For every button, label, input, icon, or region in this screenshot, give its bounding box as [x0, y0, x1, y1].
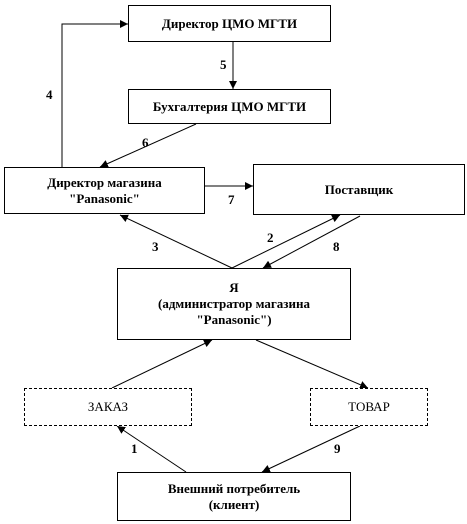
edge-label-4: 4 — [46, 87, 53, 102]
edge-8-arrow — [262, 215, 361, 269]
node-order: ЗАКАЗ — [24, 388, 192, 426]
edge-label-6: 6 — [142, 135, 149, 150]
edge-1-arrow — [116, 425, 187, 473]
node-me-line2: (администратор магазина — [157, 296, 310, 311]
node-order-label: ЗАКАЗ — [87, 399, 129, 414]
edge-label-8: 8 — [333, 239, 340, 254]
node-director-store-line1: Директор магазина — [47, 174, 162, 190]
edge-label-7: 7 — [228, 192, 235, 207]
edge-6-arrow — [99, 123, 197, 168]
edge-label-3: 3 — [152, 239, 159, 254]
node-me: Я (администратор магазина "Panasonic") — [117, 268, 351, 340]
edge-goods-arrow — [255, 339, 369, 389]
edge-label-9: 9 — [334, 441, 341, 456]
node-accounting-cmo-label: Бухгалтерия ЦМО МГТИ — [152, 98, 307, 114]
edge-9-arrow — [261, 425, 361, 473]
node-consumer-line2: (клиент) — [208, 496, 260, 512]
edge-3-arrow — [119, 214, 233, 269]
node-supplier: Поставщик — [253, 164, 465, 215]
node-goods: ТОВАР — [310, 388, 428, 426]
node-director-cmo-label: Директор ЦМО МГТИ — [161, 15, 298, 31]
node-me-line1: Я — [229, 280, 239, 295]
edge-2-arrow — [231, 214, 341, 269]
node-consumer-line1: Внешний потребитель — [167, 480, 301, 496]
edge-4-arrow — [61, 20, 128, 168]
node-consumer: Внешний потребитель (клиент) — [117, 472, 351, 521]
node-director-cmo: Директор ЦМО МГТИ — [128, 5, 331, 42]
node-accounting-cmo: Бухгалтерия ЦМО МГТИ — [128, 89, 331, 124]
edge-label-1: 1 — [131, 441, 138, 456]
node-supplier-label: Поставщик — [324, 181, 394, 197]
node-director-store: Директор магазина "Panasonic" — [4, 167, 205, 214]
node-goods-label: ТОВАР — [348, 399, 390, 414]
edge-order-arrow — [111, 339, 213, 389]
edge-label-5: 5 — [220, 57, 227, 72]
node-me-line3: "Panasonic") — [196, 312, 272, 327]
edge-label-2: 2 — [267, 230, 274, 245]
node-director-store-line2: "Panasonic" — [69, 190, 140, 206]
